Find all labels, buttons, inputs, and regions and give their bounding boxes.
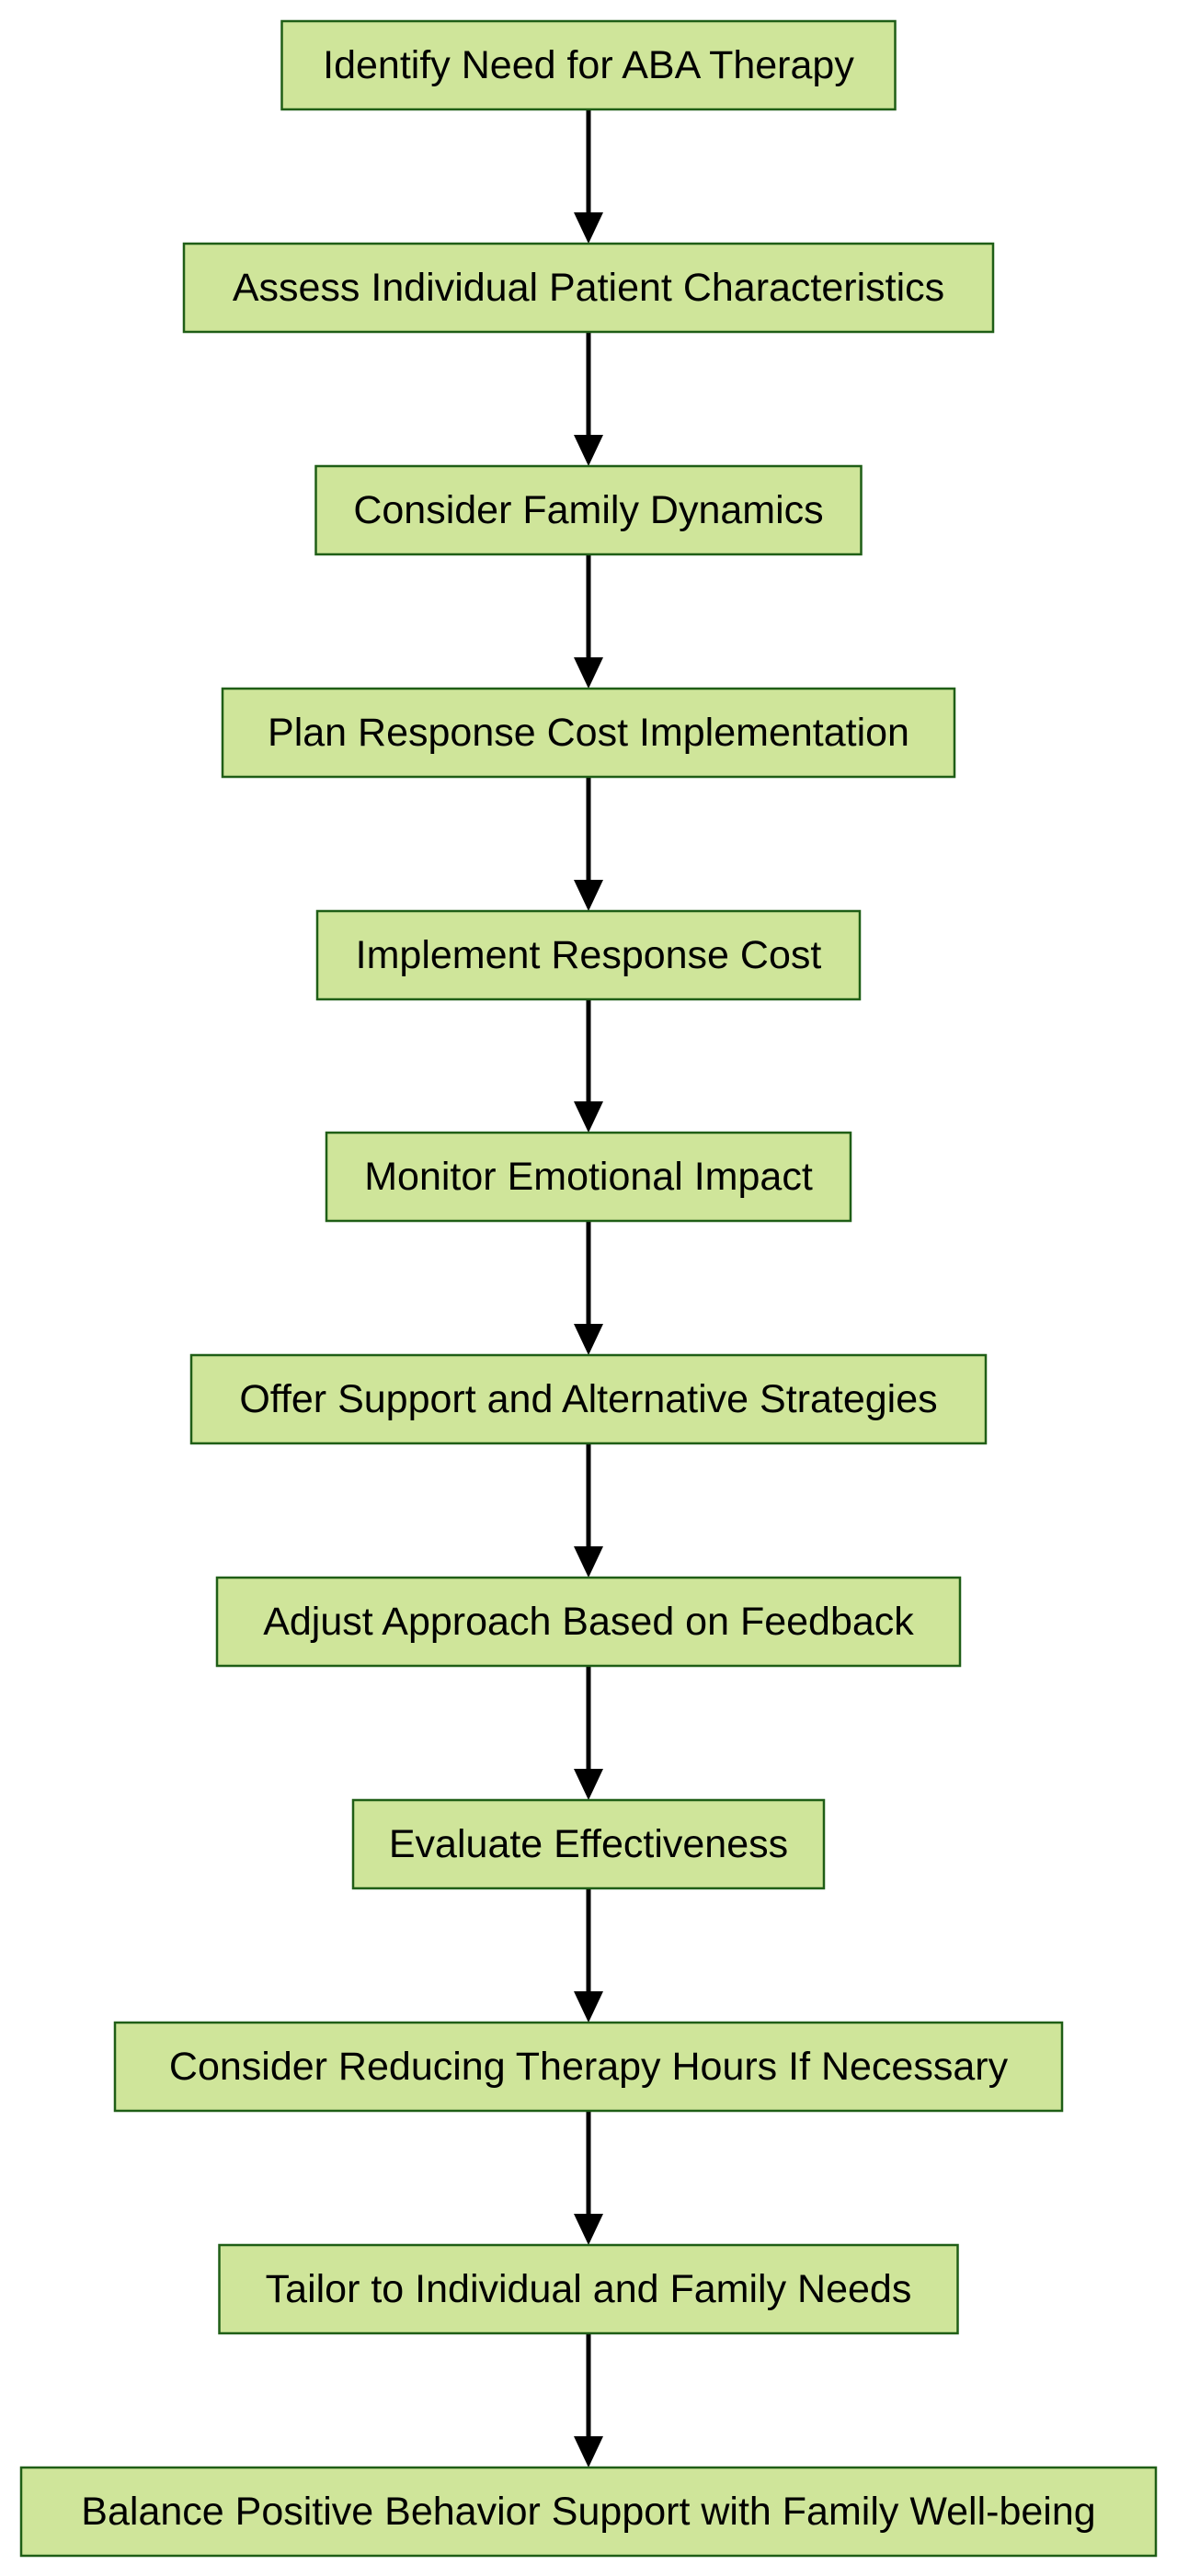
node-n1: Identify Need for ABA Therapy — [280, 19, 897, 111]
edge-arrow — [574, 2111, 603, 2245]
arrowhead-icon — [574, 657, 603, 689]
node-box — [325, 1131, 852, 1223]
node-label: Plan Response Cost Implementation — [268, 711, 909, 755]
arrowhead-icon — [574, 1991, 603, 2023]
node-n4: Plan Response Cost Implementation — [221, 687, 956, 779]
node-n6: Monitor Emotional Impact — [325, 1131, 852, 1223]
node-label: Assess Individual Patient Characteristic… — [233, 266, 944, 310]
arrowhead-icon — [574, 1546, 603, 1578]
arrowhead-icon — [574, 1101, 603, 1133]
arrowhead-icon — [574, 2436, 603, 2468]
node-box — [218, 2243, 959, 2335]
node-box — [19, 2466, 1158, 2558]
edge-arrow — [574, 777, 603, 911]
node-n8: Adjust Approach Based on Feedback — [215, 1576, 962, 1668]
arrowhead-icon — [574, 2214, 603, 2245]
node-n10: Consider Reducing Therapy Hours If Neces… — [113, 2021, 1064, 2113]
node-box — [315, 909, 862, 1001]
node-box — [182, 242, 995, 334]
edge-arrow — [574, 1888, 603, 2023]
node-box — [215, 1576, 962, 1668]
node-n11: Tailor to Individual and Family Needs — [218, 2243, 959, 2335]
node-n5: Implement Response Cost — [315, 909, 862, 1001]
edge-arrow — [574, 1221, 603, 1355]
node-label: Adjust Approach Based on Feedback — [263, 1600, 914, 1644]
node-n7: Offer Support and Alternative Strategies — [189, 1353, 988, 1445]
node-n9: Evaluate Effectiveness — [351, 1798, 826, 1890]
node-n3: Consider Family Dynamics — [314, 464, 863, 556]
edges — [574, 109, 603, 2468]
arrowhead-icon — [574, 1769, 603, 1800]
arrowhead-icon — [574, 212, 603, 244]
node-label: Consider Family Dynamics — [353, 488, 823, 532]
edge-arrow — [574, 332, 603, 466]
node-label: Identify Need for ABA Therapy — [323, 43, 854, 87]
node-label: Monitor Emotional Impact — [364, 1155, 813, 1199]
node-n2: Assess Individual Patient Characteristic… — [182, 242, 995, 334]
arrowhead-icon — [574, 880, 603, 911]
node-label: Evaluate Effectiveness — [389, 1822, 788, 1866]
edge-arrow — [574, 2333, 603, 2468]
node-label: Consider Reducing Therapy Hours If Neces… — [169, 2045, 1009, 2089]
edge-arrow — [574, 1666, 603, 1800]
node-label: Tailor to Individual and Family Needs — [266, 2267, 912, 2311]
node-box — [351, 1798, 826, 1890]
node-n12: Balance Positive Behavior Support with F… — [19, 2466, 1158, 2558]
edge-arrow — [574, 1443, 603, 1578]
node-box — [280, 19, 897, 111]
arrowhead-icon — [574, 1324, 603, 1355]
node-box — [221, 687, 956, 779]
node-box — [189, 1353, 988, 1445]
node-label: Offer Support and Alternative Strategies — [239, 1377, 937, 1421]
edge-arrow — [574, 554, 603, 689]
edge-arrow — [574, 999, 603, 1133]
arrowhead-icon — [574, 435, 603, 466]
node-label: Balance Positive Behavior Support with F… — [81, 2490, 1095, 2534]
node-label: Implement Response Cost — [356, 933, 822, 977]
node-box — [314, 464, 863, 556]
node-box — [113, 2021, 1064, 2113]
edge-arrow — [574, 109, 603, 244]
